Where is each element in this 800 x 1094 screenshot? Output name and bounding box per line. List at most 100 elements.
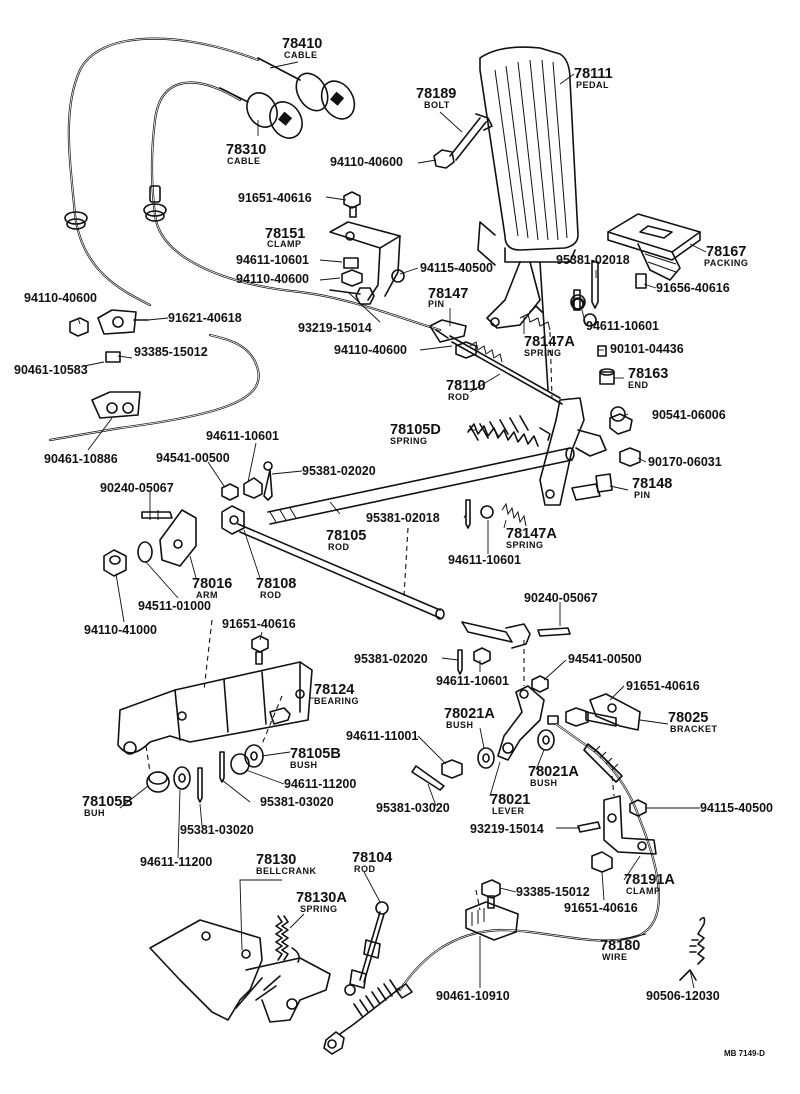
lever-upper-right xyxy=(539,397,641,506)
callout-78021-number: 78021 xyxy=(490,792,530,808)
callout-78124-name: BEARING xyxy=(314,696,359,706)
callout-94611-10601-a: 94611-10601 xyxy=(236,253,309,267)
callout-78147a-a-number: 78147A xyxy=(524,334,575,350)
callout-78105d-number: 78105D xyxy=(390,422,441,438)
callout-78105b-b-number: 78105B xyxy=(82,794,133,810)
small-hardware-right xyxy=(141,261,647,529)
callout-78124-number: 78124 xyxy=(314,682,354,698)
callout-78021-name: LEVER xyxy=(492,806,525,816)
lower-left-cable xyxy=(48,309,260,442)
callout-78111-name: PEDAL xyxy=(576,80,609,90)
callout-94115-40500-b: 94115-40500 xyxy=(700,801,773,815)
callout-78021a-a-number: 78021A xyxy=(444,706,495,722)
assembly-dashed-lines xyxy=(145,331,615,911)
callout-90461-10886: 90461-10886 xyxy=(44,452,118,466)
callout-78108-number: 78108 xyxy=(256,576,296,592)
callout-78189-name: BOLT xyxy=(424,100,450,110)
callout-78021a-b-name: BUSH xyxy=(530,778,558,788)
callout-95381-03020-c: 95381-03020 xyxy=(180,823,254,837)
callout-78191a-name: CLAMP xyxy=(626,886,661,896)
part-drawings xyxy=(48,37,706,1055)
callout-78310-name: CABLE xyxy=(227,156,261,166)
callout-94611-11200-b: 94611-11200 xyxy=(140,855,212,869)
callout-78025-name: BRACKET xyxy=(670,724,718,734)
callout-91651-40616-a: 91651-40616 xyxy=(238,191,312,205)
callout-78105b-a-number: 78105B xyxy=(290,746,341,762)
callout-94611-10601-c: 94611-10601 xyxy=(206,429,279,443)
callout-93385-15012-b: 93385-15012 xyxy=(516,885,590,899)
callout-78180-name: WIRE xyxy=(602,952,628,962)
callout-78148-name: PIN xyxy=(634,490,651,500)
clamp-78151 xyxy=(329,191,405,305)
callout-78105b-a-name: BUSH xyxy=(290,760,318,770)
rod-78104 xyxy=(344,901,389,996)
callout-78025-number: 78025 xyxy=(668,710,708,726)
callout-93219-15014-a: 93219-15014 xyxy=(298,321,372,335)
callout-94541-00500-b: 94541-00500 xyxy=(568,652,642,666)
rod-78110 xyxy=(429,289,597,405)
spring-78105d xyxy=(467,415,551,447)
callout-78167-number: 78167 xyxy=(706,244,746,260)
callout-91651-40616-c: 91651-40616 xyxy=(626,679,700,693)
callout-78147a-b-number: 78147A xyxy=(506,526,557,542)
choke-cable-assembly xyxy=(64,37,442,332)
callout-91621-40618: 91621-40618 xyxy=(168,311,242,325)
callout-78130-name: BELLCRANK xyxy=(256,866,317,876)
callout-94611-11001: 94611-11001 xyxy=(346,729,418,743)
callout-78147a-a-name: SPRING xyxy=(524,348,562,358)
callout-90240-05067-a: 90240-05067 xyxy=(100,481,174,495)
callout-78180-number: 78180 xyxy=(600,938,640,954)
arm-78016 xyxy=(103,505,245,577)
callout-93385-15012-a: 93385-15012 xyxy=(134,345,208,359)
callout-78189-number: 78189 xyxy=(416,86,456,102)
callout-94115-40500-a: 94115-40500 xyxy=(420,261,493,275)
wire-78180 xyxy=(323,722,660,1055)
callout-78105-name: ROD xyxy=(328,542,350,552)
callout-78147-name: PIN xyxy=(428,299,445,309)
callout-78110-name: ROD xyxy=(448,392,470,402)
callout-95381-02020-a: 95381-02020 xyxy=(302,464,376,478)
callout-95381-02020-b: 95381-02020 xyxy=(354,652,428,666)
callout-78016-name: ARM xyxy=(196,590,218,600)
callout-94611-10601-b: 94611-10601 xyxy=(586,319,659,333)
callout-94511-01000: 94511-01000 xyxy=(138,599,211,613)
callout-95381-02018-b: 95381-02018 xyxy=(366,511,440,525)
callout-94541-00500-a: 94541-00500 xyxy=(156,451,230,465)
lever-78021 xyxy=(457,621,571,769)
bolt-78189 xyxy=(433,113,493,169)
callout-95381-03020-b: 95381-03020 xyxy=(376,801,450,815)
callout-78147-number: 78147 xyxy=(428,286,468,302)
spring-78130a xyxy=(275,915,300,963)
callout-78148-number: 78148 xyxy=(632,476,672,492)
drawing-code: MB 7149-D xyxy=(724,1049,765,1058)
callout-78108-name: ROD xyxy=(260,590,282,600)
callout-78130a-number: 78130A xyxy=(296,890,347,906)
callout-93219-15014-b: 93219-15014 xyxy=(470,822,544,836)
spring-clip-90506 xyxy=(679,916,706,981)
callout-78111-number: 78111 xyxy=(574,66,613,82)
callout-78021a-a-name: BUSH xyxy=(446,720,474,730)
callout-94110-40600-a: 94110-40600 xyxy=(330,155,403,169)
clamp-78191a xyxy=(577,795,657,873)
callout-95381-02018-a: 95381-02018 xyxy=(556,253,630,267)
callout-78105d-name: SPRING xyxy=(390,436,428,446)
callout-90541-06006: 90541-06006 xyxy=(652,408,726,422)
callout-78105-number: 78105 xyxy=(326,528,366,544)
callout-78151-name: CLAMP xyxy=(267,239,302,249)
callout-90461-10910: 90461-10910 xyxy=(436,989,510,1003)
callout-94110-40600-d: 94110-40600 xyxy=(334,343,407,357)
callout-91651-40616-b: 91651-40616 xyxy=(222,617,296,631)
callout-78016-number: 78016 xyxy=(192,576,232,592)
bracket-78025 xyxy=(547,693,641,731)
callout-95381-03020-a: 95381-03020 xyxy=(260,795,334,809)
bushes-lower-left xyxy=(146,744,463,803)
callout-90461-10583: 90461-10583 xyxy=(14,363,88,377)
callout-78167-name: PACKING xyxy=(704,258,748,268)
callout-78110-number: 78110 xyxy=(446,378,486,394)
callout-78410-number: 78410 xyxy=(282,36,322,52)
rod-78108 xyxy=(237,523,445,620)
callout-94611-11200-a: 94611-11200 xyxy=(284,777,356,791)
callout-labels: 78410 CABLE 78310 CABLE 78111 PEDAL 7818… xyxy=(14,36,773,1058)
callout-78130-number: 78130 xyxy=(256,852,296,868)
